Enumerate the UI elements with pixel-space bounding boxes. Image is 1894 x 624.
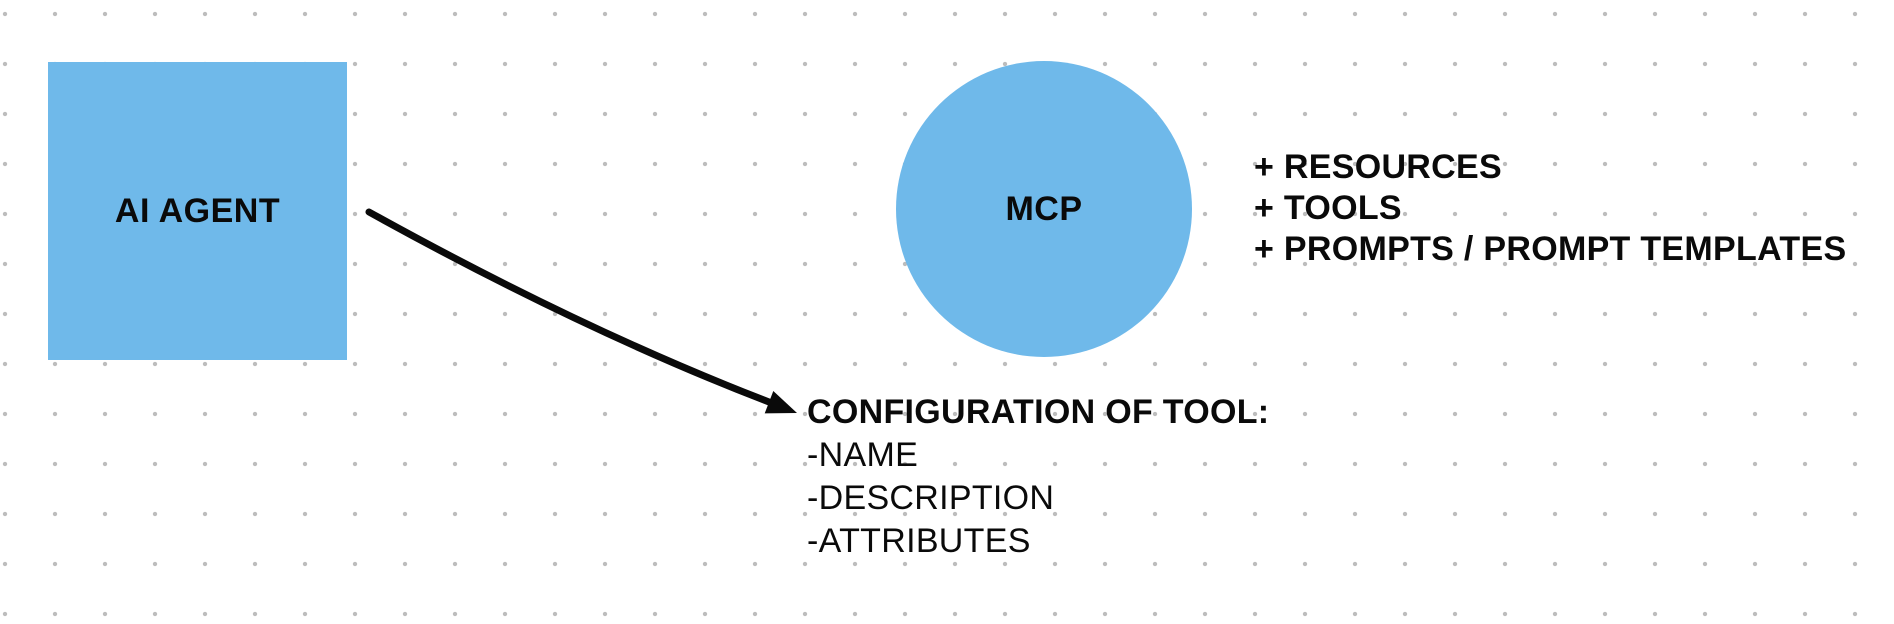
- arrow-shaft: [365, 208, 773, 406]
- arrow-agent-to-config[interactable]: [365, 208, 797, 414]
- tool-config-item-name: -NAME: [807, 436, 919, 474]
- tool-config-item-description: -DESCRIPTION: [807, 479, 1055, 517]
- capability-tools: + TOOLS: [1254, 189, 1402, 227]
- mcp-node[interactable]: MCP: [896, 61, 1192, 357]
- mcp-capabilities-text[interactable]: + RESOURCES + TOOLS + PROMPTS / PROMPT T…: [1254, 147, 1846, 270]
- tool-config-item-attributes: -ATTRIBUTES: [807, 522, 1031, 560]
- tool-config-title: CONFIGURATION OF TOOL:: [807, 393, 1270, 431]
- tool-config-text[interactable]: CONFIGURATION OF TOOL: -NAME -DESCRIPTIO…: [807, 391, 1269, 563]
- ai-agent-node[interactable]: AI AGENT: [48, 62, 347, 360]
- capability-resources: + RESOURCES: [1254, 148, 1502, 186]
- capability-prompts: + PROMPTS / PROMPT TEMPLATES: [1254, 230, 1847, 268]
- mcp-label: MCP: [1005, 189, 1083, 228]
- arrowhead-icon: [764, 391, 797, 414]
- ai-agent-label: AI AGENT: [114, 191, 281, 230]
